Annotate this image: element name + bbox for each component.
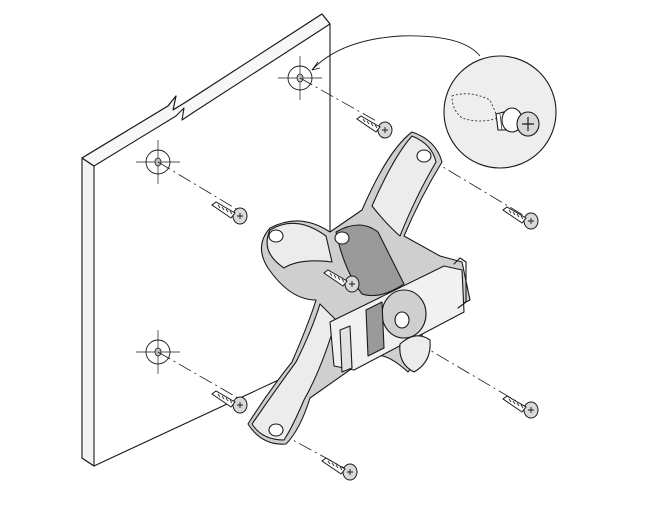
bracket-mounting-hole: [268, 229, 284, 243]
bracket-mounting-hole: [334, 231, 350, 245]
screw-detail-callout: [443, 55, 557, 169]
alignment-line: [299, 77, 379, 123]
bracket-mounting-hole: [268, 423, 284, 437]
wall-panel: [81, 13, 331, 467]
bracket-hinge-block: [365, 301, 385, 357]
phillips-cross-icon: [522, 117, 534, 131]
bracket-clip: [453, 257, 467, 309]
wall-top-edge: [81, 13, 331, 167]
bracket-arm-lower-left: [251, 303, 337, 441]
bracket-screw: [321, 457, 358, 481]
callout-circle: [443, 55, 557, 169]
wall-mount-bracket: [247, 131, 471, 445]
bracket-screw: [502, 206, 539, 230]
callout-connector-line: [311, 35, 481, 71]
alignment-line: [157, 161, 239, 211]
bracket-pivot-bolt: [394, 311, 410, 329]
alignment-line: [157, 351, 239, 399]
bracket-screw: [502, 395, 539, 419]
bracket-tab: [339, 325, 353, 373]
wall-left-edge: [81, 157, 95, 467]
bracket-mounting-hole: [416, 149, 432, 163]
callout-arrowhead: [311, 61, 321, 71]
bracket-arm-lower-right: [399, 335, 431, 373]
alignment-line: [427, 157, 529, 219]
wall-screw: [356, 115, 393, 139]
